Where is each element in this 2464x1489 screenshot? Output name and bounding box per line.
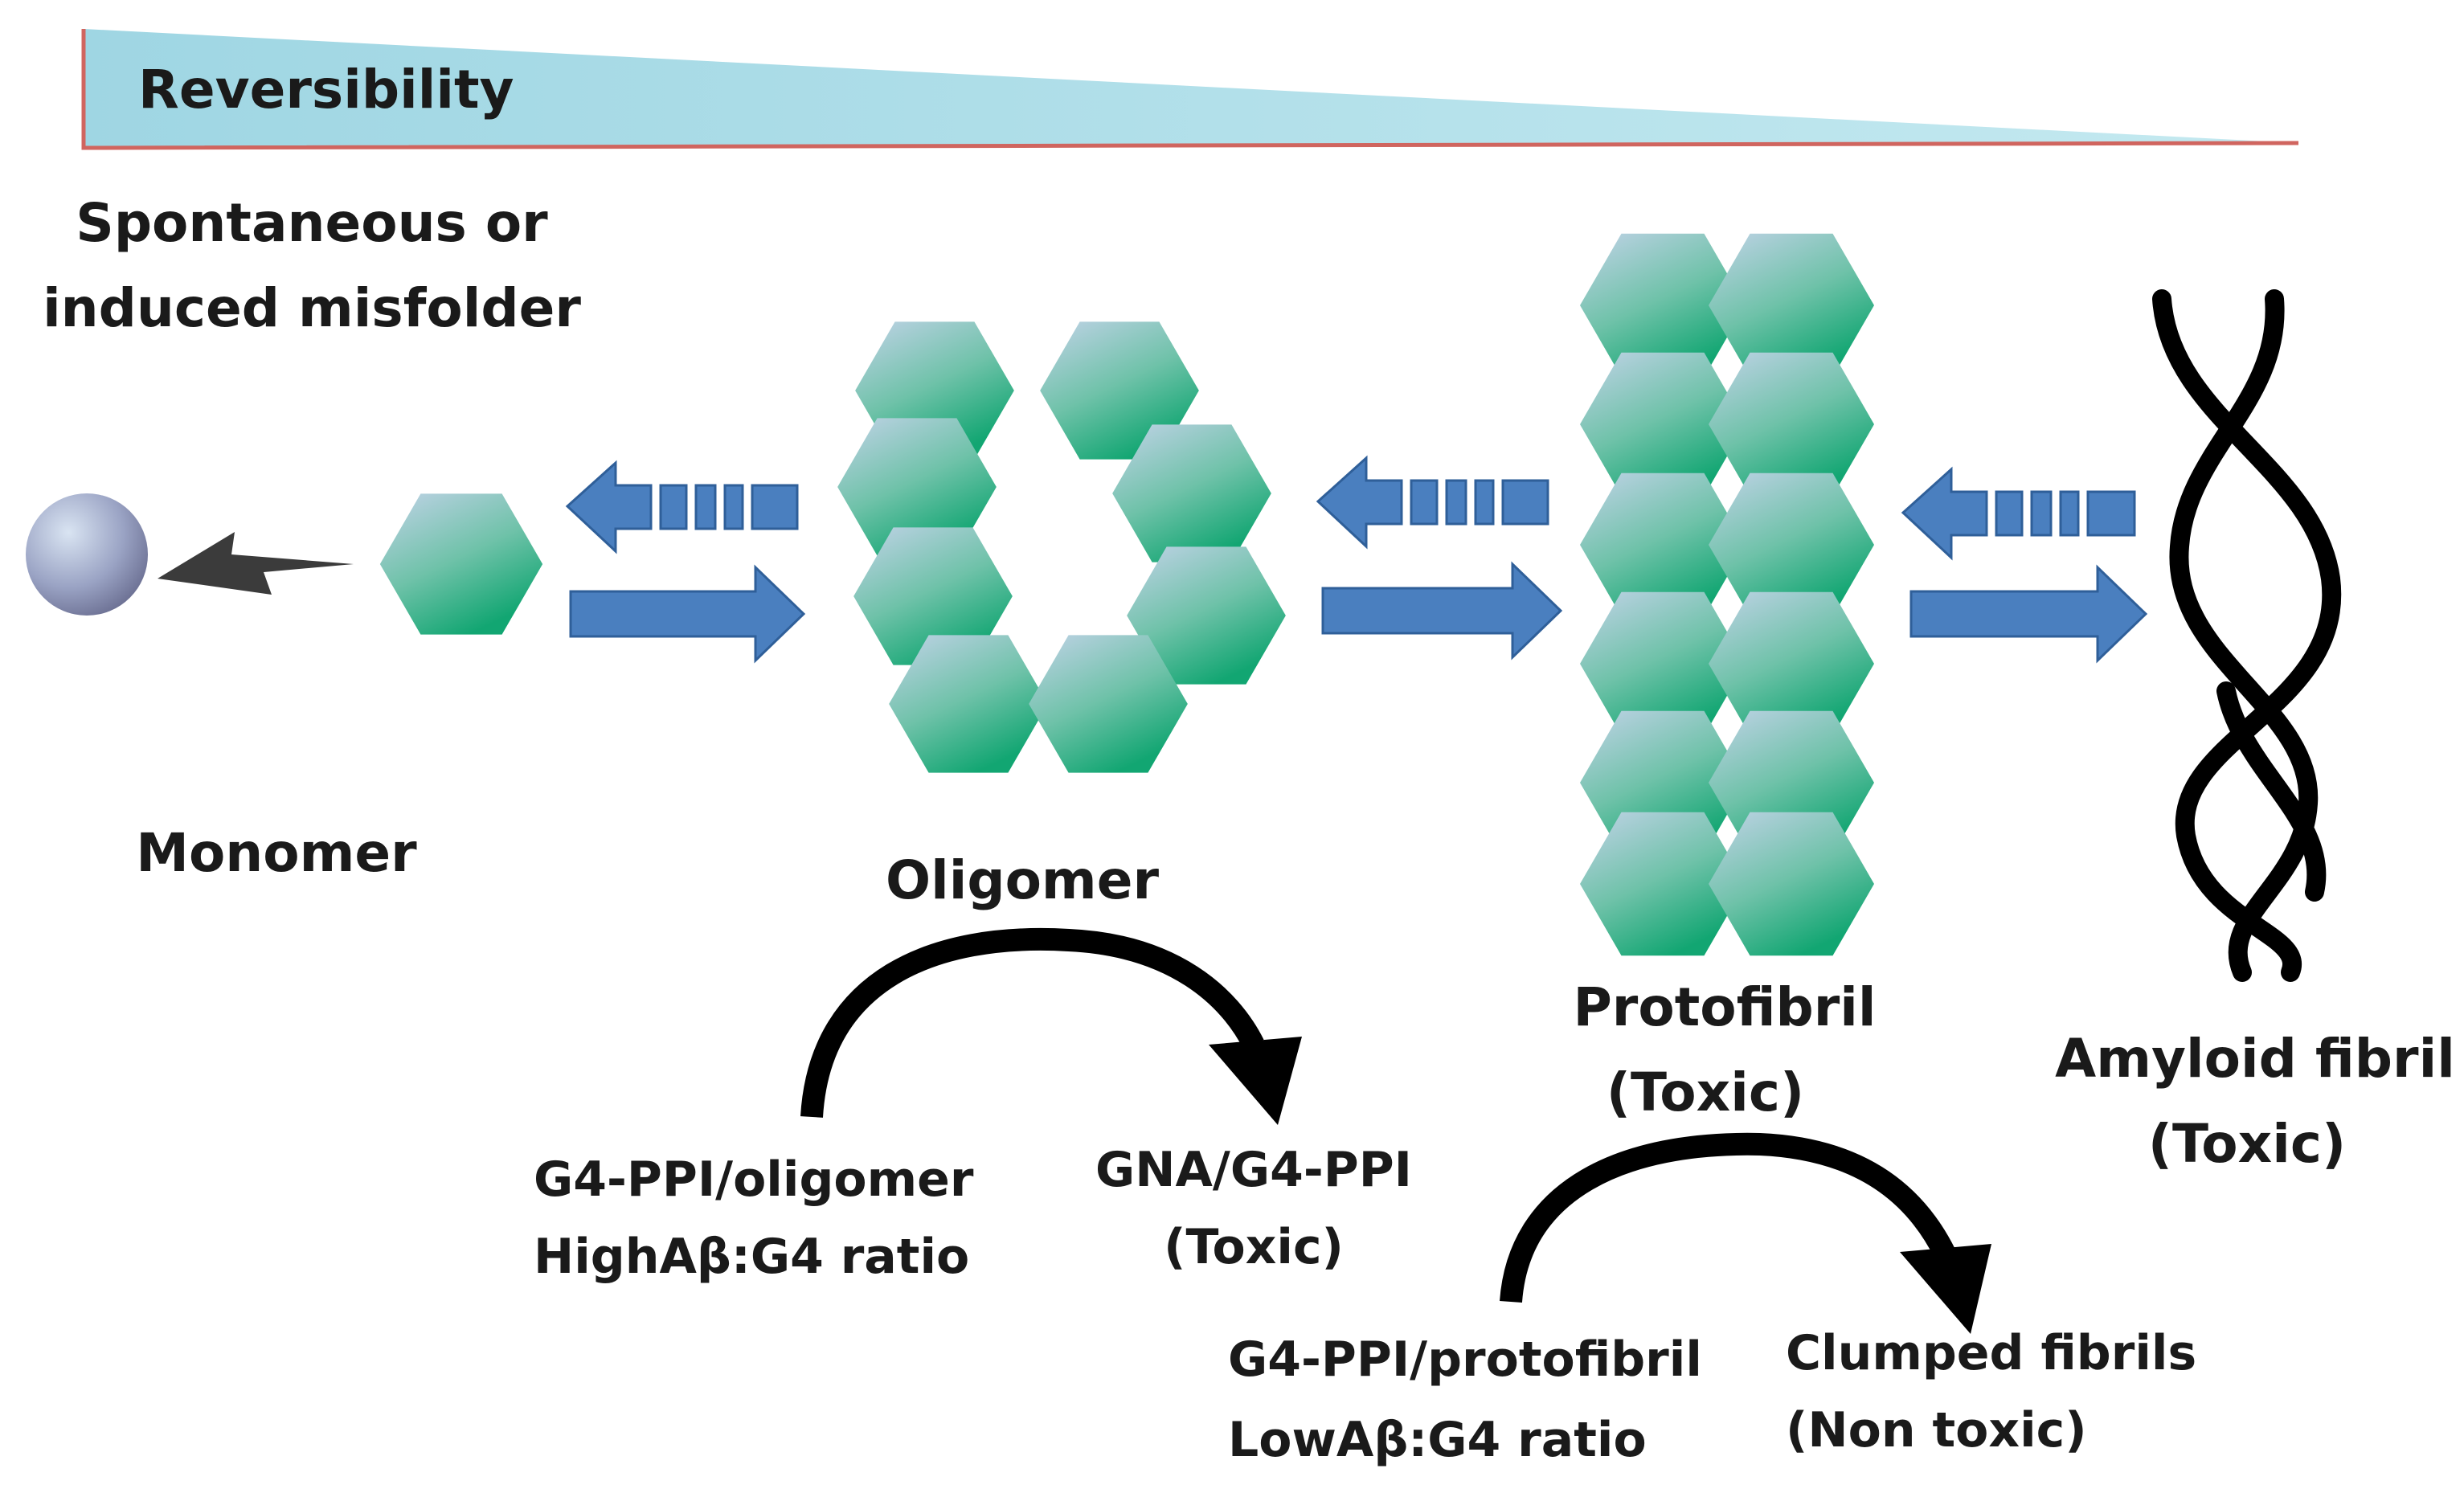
reverse-arrow-amyloid-protofibril: [1901, 466, 2136, 561]
protofibril-hexagon: [1709, 812, 1874, 956]
protofibril-pathway-source-line1: G4-PPI/protofibril: [1228, 1332, 1702, 1388]
forward-arrow-oligomer-protofibril: [1321, 561, 1563, 661]
protofibril-pathway-product-line1: Clumped fibrils: [1786, 1325, 2197, 1381]
reverse-arrows: [565, 455, 2136, 561]
misfolded-sphere: [26, 493, 148, 616]
forward-arrow-monomer-oligomer: [569, 564, 806, 664]
oligomer-pathway-source-line1: G4-PPI/oligomer: [534, 1152, 974, 1208]
forward-arrows: [569, 561, 2148, 664]
monomer-hexagon: [379, 493, 543, 635]
protofibril-stack: [1580, 233, 1874, 956]
monomer-label: Monomer: [136, 822, 417, 884]
oligomer-pathway-source-line2: HighAβ:G4 ratio: [534, 1229, 970, 1285]
protofibril-label: Protofibril: [1573, 976, 1877, 1038]
misfolder-label-line2: induced misfolder: [43, 277, 581, 339]
protofibril-pathway-product-line2: (Non toxic): [1786, 1402, 2087, 1458]
reversibility-wedge-edge: [81, 29, 2299, 150]
protofibril-toxic-note: (Toxic): [1606, 1062, 1805, 1123]
oligomer-pathway-product-line1: GNA/G4-PPI: [1095, 1142, 1412, 1198]
curved-arrow-protofibril-pathway: [1500, 1132, 1991, 1334]
protofibril-pathway-source-line2: LowAβ:G4 ratio: [1228, 1412, 1647, 1468]
lightning-bolt-icon: [158, 532, 354, 595]
amyloid-toxic-note: (Toxic): [2147, 1113, 2347, 1175]
reversibility-label: Reversibility: [138, 59, 514, 121]
oligomer-label: Oligomer: [885, 849, 1160, 911]
reverse-arrow-oligomer-monomer: [565, 460, 799, 554]
fibril-strand: [2216, 681, 2327, 902]
reversibility-wedge: [84, 29, 2298, 148]
amyloid-fibril-strands: [2152, 289, 2342, 982]
misfolder-label-line1: Spontaneous or: [76, 192, 548, 254]
oligomer-ring: [837, 321, 1286, 773]
curved-arrow-oligomer-pathway: [800, 928, 1302, 1125]
reverse-arrow-protofibril-oligomer: [1316, 455, 1549, 550]
forward-arrow-protofibril-amyloid: [1909, 564, 2148, 664]
oligomer-pathway-product-line2: (Toxic): [1164, 1219, 1344, 1275]
fibril-strand: [2152, 289, 2342, 982]
fibril-strand: [2169, 289, 2319, 982]
amyloid-fibril-label: Amyloid fibril: [2055, 1028, 2455, 1090]
